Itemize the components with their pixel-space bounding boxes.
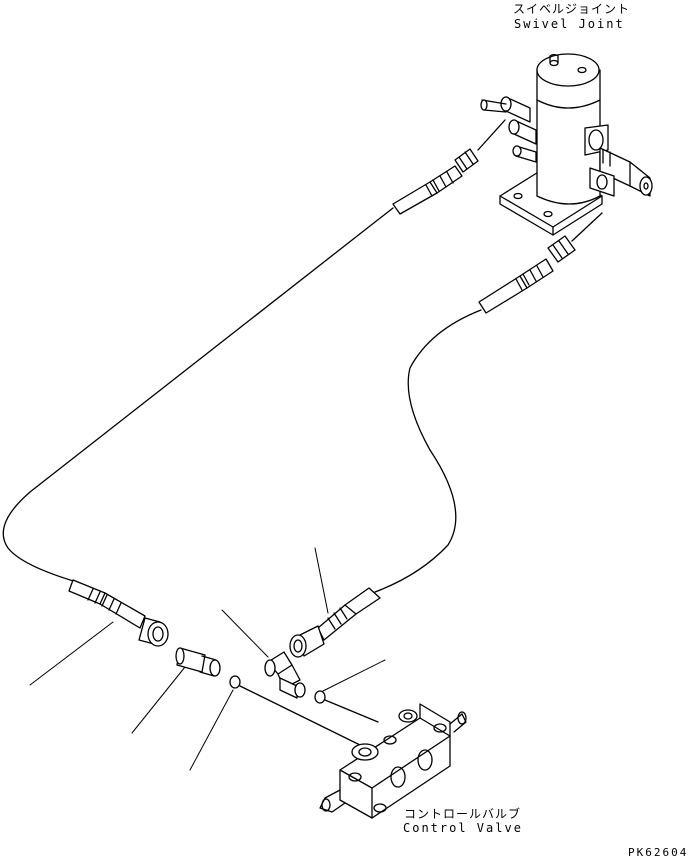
control-valve-label-jp: コントロールバルブ xyxy=(404,807,522,821)
hose-b xyxy=(375,310,481,592)
hose-b-lower-fitting xyxy=(290,588,380,657)
swivel-left-port-fittings xyxy=(481,97,536,162)
adapter-fitting xyxy=(176,648,220,676)
hose-a xyxy=(3,208,393,583)
o-ring-right xyxy=(315,691,325,703)
swivel-joint xyxy=(481,54,652,235)
hose-a-lower-fitting xyxy=(69,580,168,646)
swivel-joint-label-jp: スイベルジョイント xyxy=(513,2,631,16)
drawing-code: PK62604 xyxy=(628,846,689,859)
control-valve-label-en: Control Valve xyxy=(403,821,523,835)
leader-lines xyxy=(30,548,385,770)
elbow-fitting xyxy=(265,652,305,698)
hose-b-upper-fitting xyxy=(479,213,602,313)
swivel-joint-label-en: Swivel Joint xyxy=(514,17,625,31)
swivel-right-port-fittings xyxy=(585,125,652,196)
o-ring-left xyxy=(230,676,240,688)
control-valve xyxy=(320,704,466,818)
hose-a-upper-fitting xyxy=(393,120,505,214)
